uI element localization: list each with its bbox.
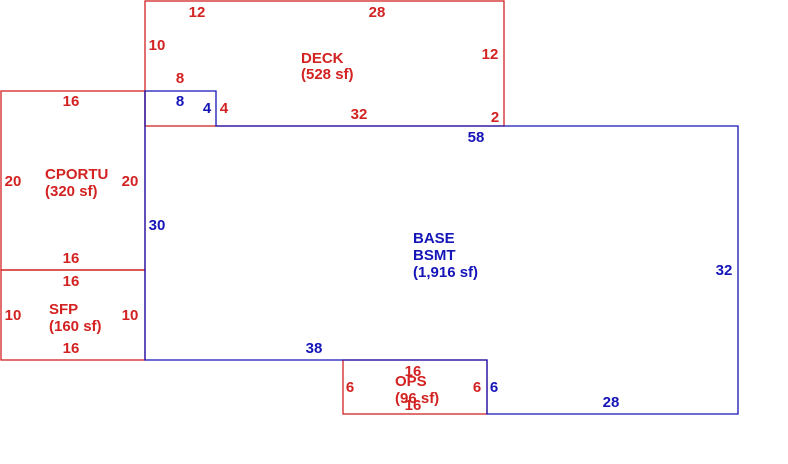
- dim-sfp-top: 16: [63, 273, 80, 290]
- base-subname-label: BSMT: [413, 247, 456, 264]
- base-area-label: (1,916 sf): [413, 264, 478, 281]
- dim-ops-top: 16: [405, 363, 422, 380]
- cportu-area-label: (320 sf): [45, 183, 98, 200]
- dim-base-right: 32: [716, 262, 733, 279]
- base-outline: [144, 90, 739, 415]
- dim-ops-left: 6: [346, 379, 354, 396]
- dim-base-top: 58: [468, 129, 485, 146]
- dim-sfp-right: 10: [122, 307, 139, 324]
- sfp-area-label: (160 sf): [49, 318, 102, 335]
- dim-ops-bottom: 16: [405, 397, 422, 414]
- dim-cportu-bottom: 16: [63, 250, 80, 267]
- deck-name-label: DECK: [301, 50, 344, 67]
- dim-deck-bottom: 32: [351, 106, 368, 123]
- dim-deck-top-left: 12: [189, 4, 206, 21]
- dim-deck-left: 10: [149, 37, 166, 54]
- dim-cportu-right: 20: [122, 173, 139, 190]
- dim-deck-step: 2: [491, 109, 499, 126]
- dim-ops-right: 6: [473, 379, 481, 396]
- dim-cportu-left: 20: [5, 173, 22, 190]
- cportu-name-label: CPORTU: [45, 166, 108, 183]
- dim-deck-inner-8: 8: [176, 70, 184, 87]
- base-name-label: BASE: [413, 230, 455, 247]
- dim-deck-right: 12: [482, 46, 499, 63]
- dim-sfp-bottom: 16: [63, 340, 80, 357]
- dim-deck-top-right: 28: [369, 4, 386, 21]
- dim-sfp-left: 10: [5, 307, 22, 324]
- dim-base-bottom-right: 28: [603, 394, 620, 411]
- ops-area-label: (96 sf): [395, 390, 439, 407]
- dim-base-left: 30: [149, 217, 166, 234]
- dim-base-inner-4: 4: [203, 100, 212, 117]
- dim-base-bottom-left: 38: [306, 340, 323, 357]
- dim-cportu-top: 16: [63, 93, 80, 110]
- dim-deck-inner-4: 4: [220, 100, 229, 117]
- dim-base-inner-8: 8: [176, 93, 184, 110]
- sfp-name-label: SFP: [49, 301, 78, 318]
- deck-area-label: (528 sf): [301, 66, 354, 83]
- ops-name-label: OPS: [395, 373, 427, 390]
- dim-base-step: 6: [490, 379, 498, 396]
